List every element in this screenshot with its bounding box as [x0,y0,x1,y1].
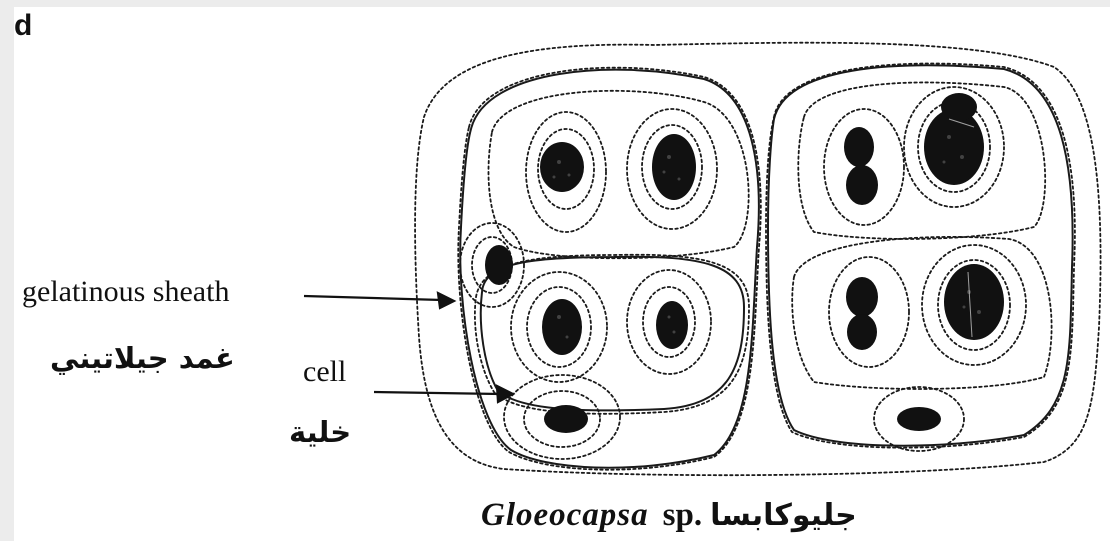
sheath-top-left-pair [488,91,748,258]
caption-genus: Gloeocapsa [481,497,649,533]
protoplast [897,407,941,431]
protoplast [542,299,582,355]
protoplast [941,93,977,121]
panel-letter: d [14,9,32,43]
protoplast [652,134,696,200]
gloeocapsa-drawing [14,7,1110,541]
cell-arrowhead [497,386,513,402]
figure-caption: Gloeocapsa sp.جليوكابسا [481,497,857,534]
sheath-pointer-line [304,296,442,300]
figure-page: d gelatinous sheath غمد جيلاتيني cell خل… [14,7,1110,541]
cell-label-arabic: خلية [289,415,351,449]
outer-colony-sheath [415,43,1100,475]
sheath-arrowhead [438,293,454,308]
protoplast [944,264,1004,340]
protoplast [846,277,878,317]
protoplast [847,314,877,350]
cell-pointer-line [374,392,500,394]
gelatinous-sheath-label-arabic: غمد جيلاتيني [50,341,235,375]
protoplast [540,142,584,192]
gelatinous-sheath-label: gelatinous sheath [22,275,229,309]
cell-label: cell [303,355,346,389]
protoplast [485,245,513,285]
caption-species: sp. [663,497,702,533]
caption-arabic: جليوكابسا [710,498,857,533]
protoplast [544,405,588,433]
protoplast [656,301,688,349]
protoplast [846,165,878,205]
protoplast [844,127,874,167]
sheath-mid-left-pair [475,255,749,414]
right-group-sheath [766,64,1075,448]
